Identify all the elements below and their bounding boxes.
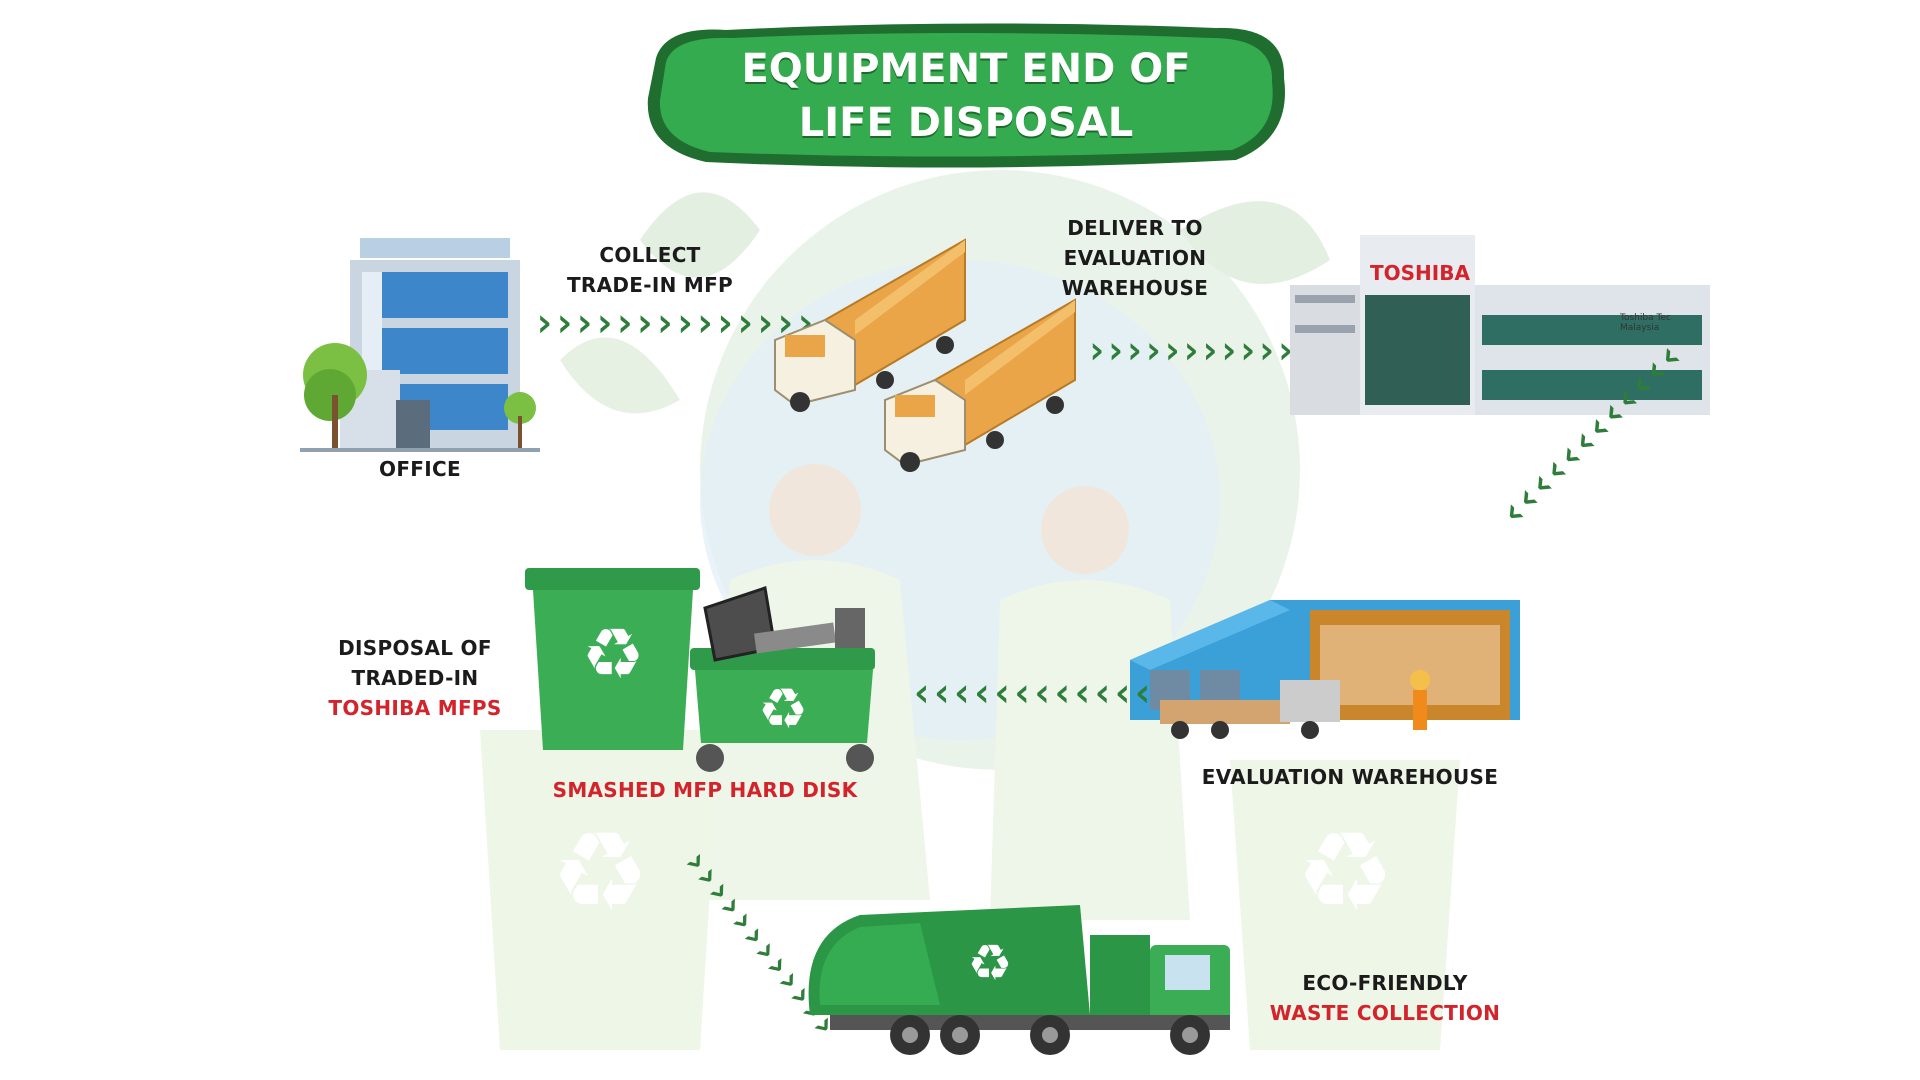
garbage-truck-icon: ♻ <box>808 905 1230 1055</box>
label-smashed-text: SMASHED MFP HARD DISK <box>552 778 858 802</box>
recycle-icon-2: ♻ <box>758 677 808 742</box>
delivery-trucks-icon <box>774 238 1076 472</box>
label-eco-line-1: ECO-FRIENDLY <box>1302 971 1468 995</box>
office-building-icon <box>300 238 540 452</box>
arrow-office-to-trucks: ›››››››››››››› <box>532 300 817 346</box>
label-collect-line-1: COLLECT <box>599 243 701 267</box>
label-eco: ECO-FRIENDLY WASTE COLLECTION <box>1250 968 1520 1028</box>
recycle-icon: ♻ <box>582 613 645 695</box>
label-deliver: DELIVER TO EVALUATION WAREHOUSE <box>990 213 1280 303</box>
recycle-icon-3: ♻ <box>968 934 1013 992</box>
label-disposal-line-2: TRADED-IN <box>351 666 479 690</box>
recycling-bins-icon: ♻ ♻ <box>525 568 875 772</box>
label-deliver-line-2: EVALUATION WAREHOUSE <box>1061 246 1209 300</box>
evaluation-warehouse-icon <box>1130 600 1520 739</box>
svg-text:♻: ♻ <box>551 808 650 936</box>
label-collect: COLLECT TRADE-IN MFP <box>540 240 760 300</box>
label-eco-line-2: WASTE COLLECTION <box>1269 1001 1501 1025</box>
svg-text:♻: ♻ <box>1296 808 1395 936</box>
arrow-trucks-to-toshiba: ›››››››››››› <box>1085 328 1316 372</box>
label-disposal-line-3: TOSHIBA MFPS <box>328 696 502 720</box>
label-office: OFFICE <box>379 457 461 481</box>
label-evaluation-warehouse: EVALUATION WAREHOUSE <box>1201 765 1499 789</box>
toshiba-sub-sign: Toshiba Tec Malaysia <box>1620 313 1671 333</box>
toshiba-sign: TOSHIBA <box>1370 261 1470 285</box>
toshiba-building-photo: TOSHIBA Toshiba Tec Malaysia <box>1290 235 1710 415</box>
arrow-warehouse-to-bins: ‹‹‹‹‹‹‹‹‹‹‹‹ <box>910 670 1155 716</box>
title-line-2: LIFE DISPOSAL <box>798 100 1134 146</box>
label-disposal: DISPOSAL OF TRADED-IN TOSHIBA MFPS <box>300 633 530 723</box>
title-line-1: EQUIPMENT END OF <box>741 46 1191 92</box>
label-disposal-line-1: DISPOSAL OF <box>338 636 492 660</box>
label-collect-line-2: TRADE-IN MFP <box>566 273 734 297</box>
label-deliver-line-1: DELIVER TO <box>1067 216 1203 240</box>
label-smashed-hard-disk: SMASHED MFP HARD DISK <box>550 775 860 805</box>
title-banner: EQUIPMENT END OF LIFE DISPOSAL <box>636 18 1296 170</box>
